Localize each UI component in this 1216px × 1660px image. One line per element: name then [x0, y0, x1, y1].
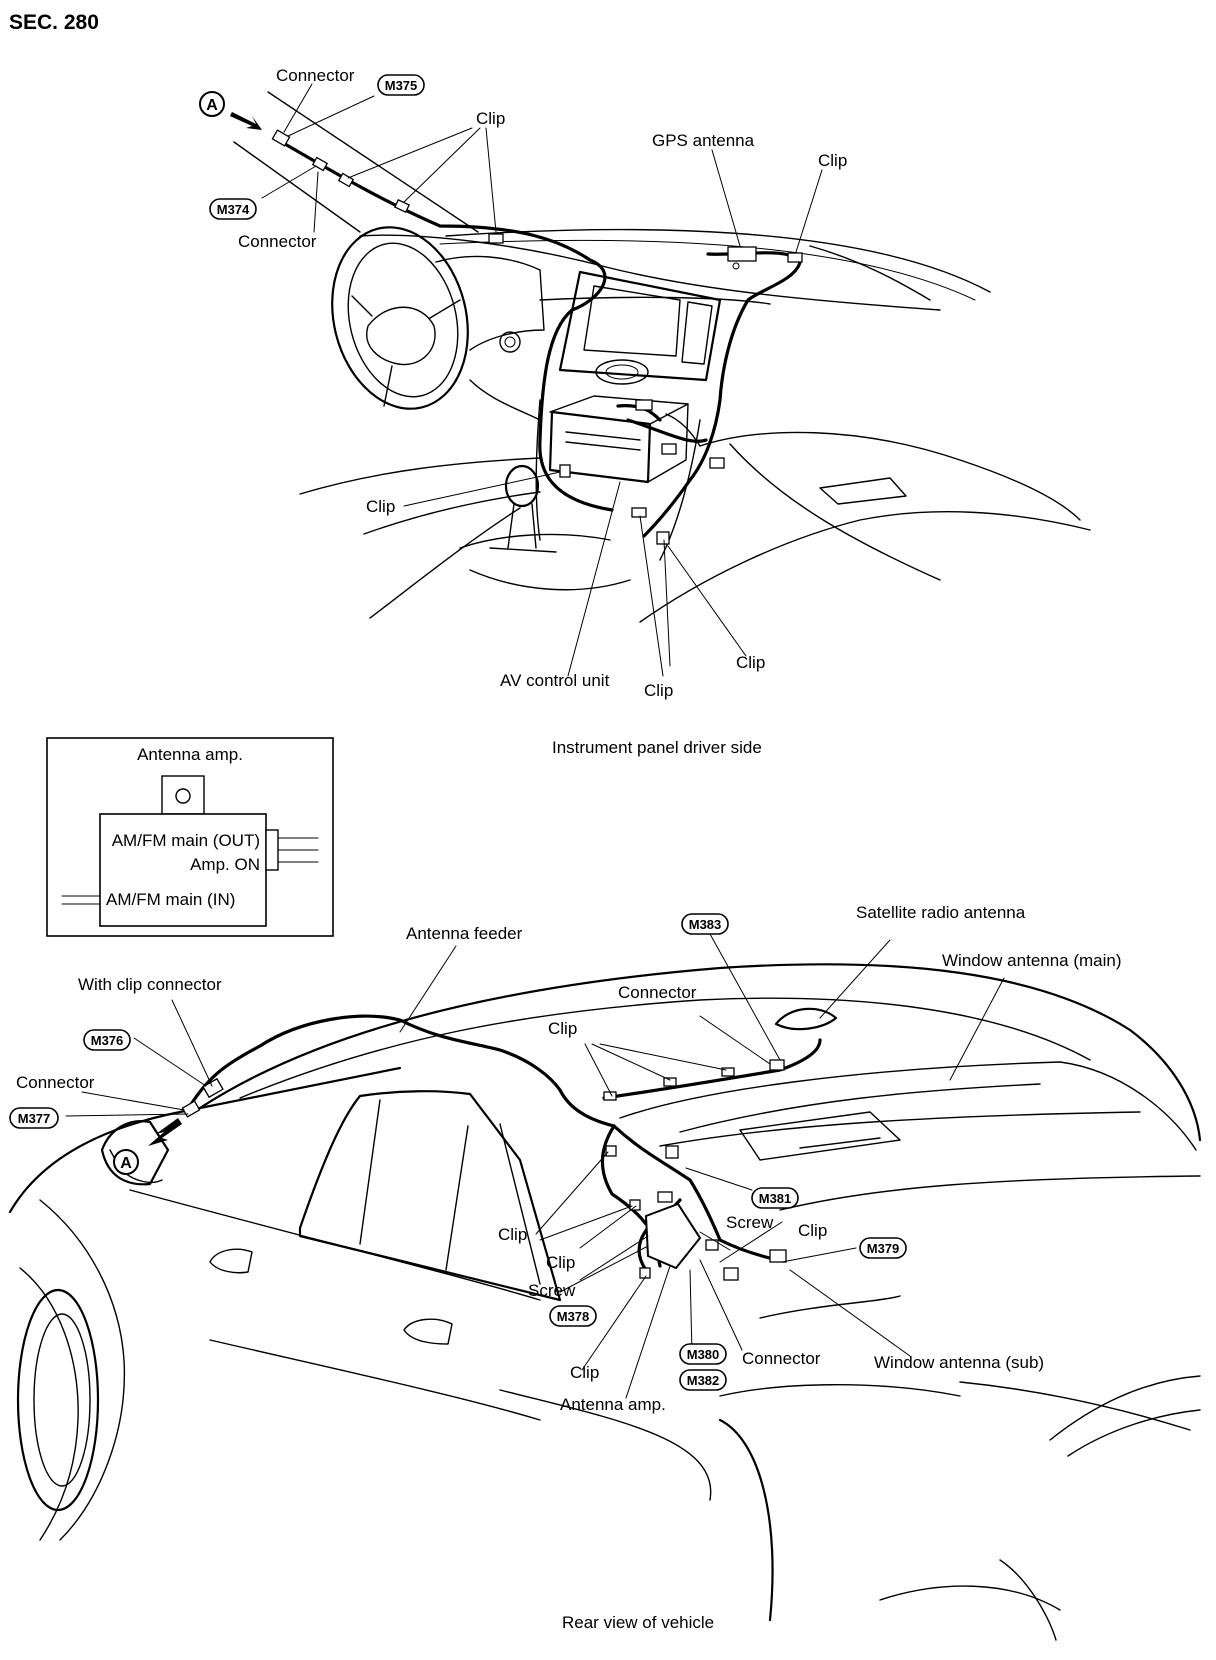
- label-av-control-unit: AV control unit: [500, 671, 610, 690]
- badge-m374: M374: [209, 198, 257, 220]
- label-antenna-feeder: Antenna feeder: [406, 924, 523, 943]
- caption-rear-view: Rear view of vehicle: [562, 1613, 714, 1632]
- arrow-icon: [148, 1118, 182, 1146]
- label-clip-sub-antenna: Clip: [798, 1221, 827, 1240]
- label-clip-amp-lower: Clip: [570, 1363, 599, 1382]
- svg-text:M377: M377: [18, 1111, 51, 1126]
- label-clip-av-lower: Clip: [644, 681, 673, 700]
- view-marker-a-bottom: A: [113, 1118, 182, 1175]
- arrow-icon: [230, 112, 262, 130]
- badge-m380: M380: [679, 1343, 727, 1365]
- svg-text:M381: M381: [759, 1191, 792, 1206]
- label-clip-windshield: Clip: [476, 109, 505, 128]
- label-window-antenna-main: Window antenna (main): [942, 951, 1122, 970]
- rear-clips: [181, 1059, 787, 1281]
- svg-text:M382: M382: [687, 1373, 720, 1388]
- badge-m379: M379: [859, 1237, 907, 1259]
- label-clip-amp-upper: Clip: [546, 1253, 575, 1272]
- svg-text:M379: M379: [867, 1241, 900, 1256]
- label-with-clip-connector: With clip connector: [78, 975, 222, 994]
- section-title: SEC. 280: [9, 11, 99, 34]
- badge-m377: M377: [9, 1107, 59, 1129]
- caption-instrument-panel: Instrument panel driver side: [552, 738, 762, 757]
- amp-terminal: [161, 775, 205, 815]
- badge-m378: M378: [549, 1305, 597, 1327]
- badge-m381: M381: [751, 1187, 799, 1209]
- instrument-panel-illustration: [233, 91, 1091, 623]
- svg-text:M375: M375: [385, 78, 418, 93]
- label-connector-m383: Connector: [618, 983, 697, 1002]
- badge-m382: M382: [679, 1369, 727, 1391]
- view-marker-a-top: A: [199, 91, 262, 130]
- antenna-amp-inset: Antenna amp. AM/FM main (OUT) Amp. ON AM…: [46, 737, 334, 937]
- connector-m381-part: [665, 1145, 679, 1159]
- connector-m375-part: [271, 129, 291, 147]
- label-satellite-radio-antenna: Satellite radio antenna: [856, 903, 1026, 922]
- label-connector-m377: Connector: [16, 1073, 95, 1092]
- gps-antenna-body: [727, 246, 757, 262]
- inset-title: Antenna amp.: [137, 745, 243, 764]
- top-clips: [271, 129, 803, 545]
- svg-text:A: A: [206, 97, 218, 114]
- badge-m383: M383: [681, 913, 729, 935]
- label-window-antenna-sub: Window antenna (sub): [874, 1353, 1044, 1372]
- connector-m374-part: [311, 156, 329, 172]
- label-connector-m380: Connector: [742, 1349, 821, 1368]
- inset-line-amp-on: Amp. ON: [190, 855, 260, 874]
- svg-text:M380: M380: [687, 1347, 720, 1362]
- svg-text:M374: M374: [217, 202, 250, 217]
- label-screw-lower: Screw: [528, 1281, 576, 1300]
- label-connector-m375: Connector: [276, 66, 355, 85]
- connector-m377-part: [181, 1100, 201, 1118]
- bottom-leader-lines: [65, 933, 1005, 1399]
- svg-text:A: A: [120, 1155, 132, 1172]
- label-screw-upper: Screw: [726, 1213, 774, 1232]
- badge-m375: M375: [377, 74, 425, 96]
- top-leader-lines: [261, 83, 823, 677]
- antenna-amp-body: [644, 1202, 702, 1270]
- label-clip-roof: Clip: [548, 1019, 577, 1038]
- label-clip-gps: Clip: [818, 151, 847, 170]
- badge-m376: M376: [83, 1029, 131, 1051]
- label-clip-pillar: Clip: [498, 1225, 527, 1244]
- svg-text:M376: M376: [91, 1033, 124, 1048]
- label-antenna-amp: Antenna amp.: [560, 1395, 666, 1414]
- connector-m379-part: [769, 1249, 787, 1263]
- vehicle-rear-illustration: [8, 963, 1202, 1641]
- label-connector-m374: Connector: [238, 232, 317, 251]
- inset-line-am-fm-out: AM/FM main (OUT): [112, 831, 260, 850]
- svg-text:M378: M378: [557, 1309, 590, 1324]
- label-clip-console: Clip: [366, 497, 395, 516]
- label-clip-av-right: Clip: [736, 653, 765, 672]
- clip-dash-top: [488, 233, 504, 244]
- inset-line-am-fm-in: AM/FM main (IN): [106, 890, 235, 909]
- label-gps-antenna: GPS antenna: [652, 131, 755, 150]
- connector-m383-part: [769, 1059, 785, 1071]
- svg-text:M383: M383: [689, 917, 722, 932]
- amp-body: [99, 813, 267, 927]
